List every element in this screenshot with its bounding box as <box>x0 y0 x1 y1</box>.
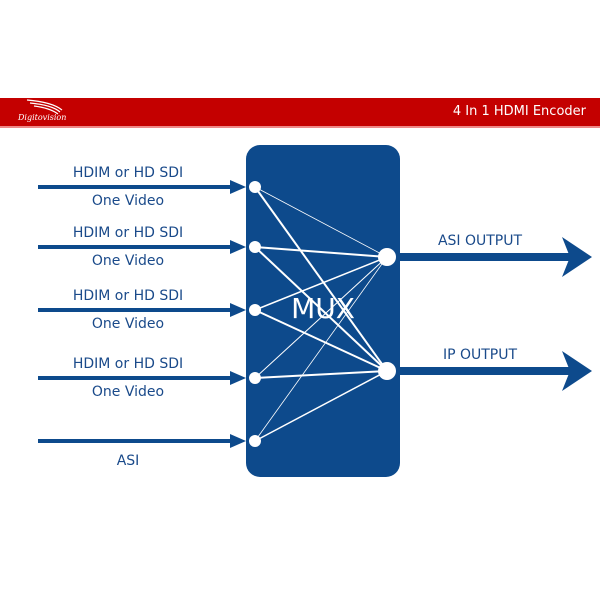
header-banner: Digitovision 4 In 1 HDMI Encoder <box>0 98 600 128</box>
input-arrowhead-icon <box>230 180 246 194</box>
input-arrowhead-icon <box>230 371 246 385</box>
input-arrowhead-icon <box>230 434 246 448</box>
input-node <box>249 304 261 316</box>
mux-link <box>254 370 388 379</box>
input-node <box>249 372 261 384</box>
input-node <box>249 241 261 253</box>
mux-link <box>254 256 388 379</box>
mux-link <box>254 246 388 258</box>
output-node <box>378 362 396 380</box>
mux-link <box>254 186 388 372</box>
input-label: HDIM or HD SDI <box>73 225 183 241</box>
output-label: ASI OUTPUT <box>438 233 523 249</box>
input-label: HDIM or HD SDI <box>73 165 183 181</box>
input-label: HDIM or HD SDI <box>73 288 183 304</box>
mux-link <box>254 256 388 442</box>
logo-bird-icon <box>26 99 63 115</box>
input-arrowhead-icon <box>230 240 246 254</box>
input-label: ASI <box>117 453 140 469</box>
mux-link <box>254 186 388 258</box>
input-sublabel: One Video <box>92 193 164 209</box>
input-node <box>249 181 261 193</box>
brand-logo: Digitovision <box>18 113 67 122</box>
output-arrow-line <box>398 367 570 375</box>
output-label: IP OUTPUT <box>443 347 518 363</box>
input-arrowhead-icon <box>230 303 246 317</box>
mux-link <box>254 370 388 442</box>
input-node <box>249 435 261 447</box>
mux-link <box>254 256 388 311</box>
page-title: 4 In 1 HDMI Encoder <box>452 104 586 119</box>
input-sublabel: One Video <box>92 253 164 269</box>
output-arrow-line <box>398 253 570 261</box>
mux-link <box>254 309 388 372</box>
input-label: HDIM or HD SDI <box>73 356 183 372</box>
output-arrowhead-icon <box>562 237 592 277</box>
output-arrowhead-icon <box>562 351 592 391</box>
mux-link <box>254 246 388 372</box>
input-sublabel: One Video <box>92 384 164 400</box>
mux-label: MUX <box>291 292 355 325</box>
input-sublabel: One Video <box>92 316 164 332</box>
output-node <box>378 248 396 266</box>
